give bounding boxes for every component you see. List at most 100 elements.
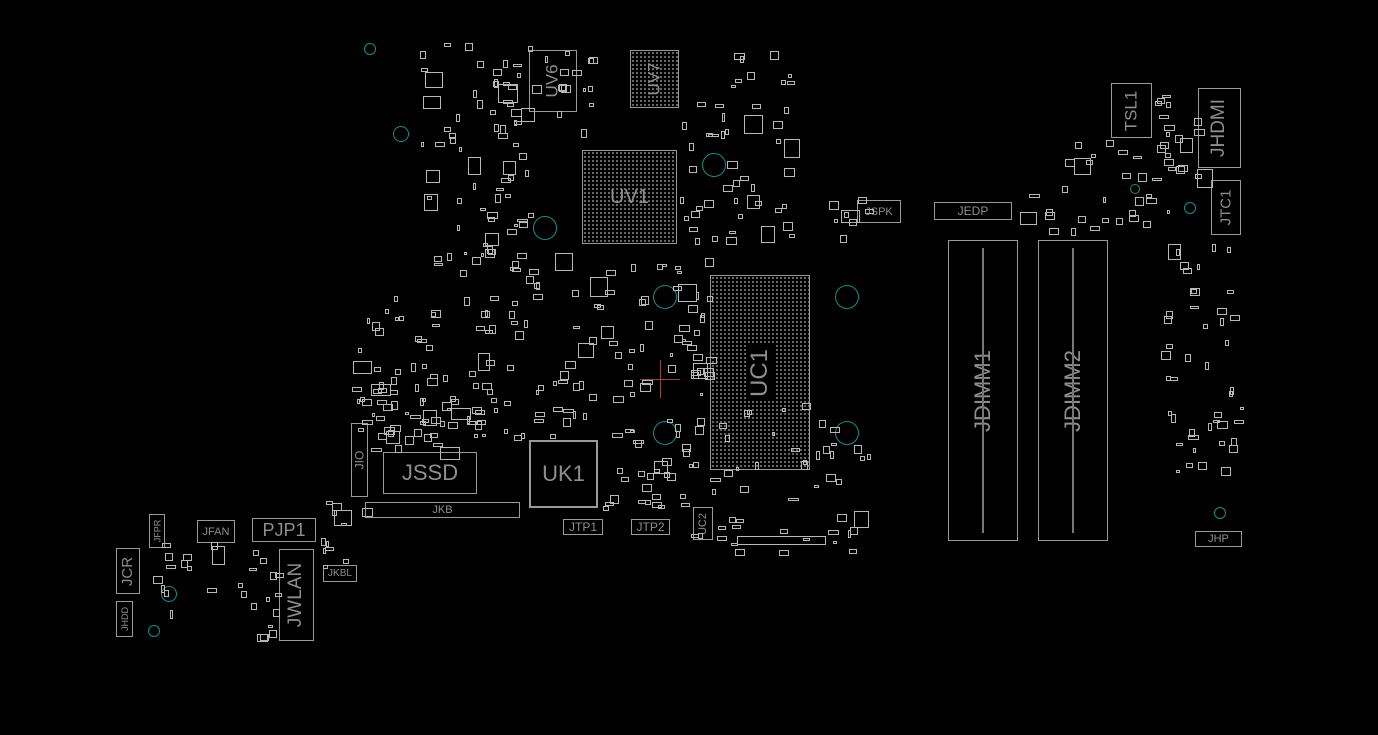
smd-pad xyxy=(376,416,385,421)
smd-pad xyxy=(525,275,535,285)
smd-pad xyxy=(621,477,629,482)
smd-pad xyxy=(1175,442,1183,447)
smd-pad xyxy=(511,108,523,118)
smd-pad xyxy=(782,222,793,232)
component-uv7[interactable]: UV7 xyxy=(630,50,679,108)
smd-pad xyxy=(571,289,580,297)
smd-pad xyxy=(1194,173,1202,179)
smd-pad xyxy=(728,516,736,523)
smd-pad xyxy=(848,218,858,226)
smd-pad xyxy=(515,331,524,340)
cursor-crosshair-icon xyxy=(660,360,661,398)
smd-pad xyxy=(498,83,518,103)
component-jtc1[interactable]: JTC1 xyxy=(1211,180,1241,235)
smd-pad xyxy=(615,351,622,359)
smd-pad xyxy=(784,138,801,158)
smd-pad xyxy=(697,368,705,376)
connector-outline[interactable] xyxy=(737,536,826,545)
smd-pad xyxy=(1175,248,1180,256)
smd-pad xyxy=(854,510,870,529)
component-jtp1[interactable]: JTP1 xyxy=(563,519,603,535)
component-jhdmi[interactable]: JHDMI xyxy=(1198,88,1241,168)
dimm-slot-line xyxy=(982,248,984,533)
smd-pad xyxy=(1216,421,1228,430)
component-jkb[interactable]: JKB xyxy=(365,502,520,518)
smd-pad xyxy=(259,558,268,565)
component-jdimm1[interactable]: JDIMM1 xyxy=(948,240,1018,541)
smd-pad xyxy=(699,314,706,323)
component-jio[interactable]: JIO xyxy=(351,423,368,497)
smd-pad xyxy=(357,398,361,405)
smd-pad xyxy=(712,489,716,496)
smd-pad xyxy=(351,386,362,392)
smd-pad xyxy=(531,85,543,95)
component-jhp[interactable]: JHP xyxy=(1195,531,1242,547)
smd-pad xyxy=(1061,186,1069,194)
smd-pad xyxy=(696,205,703,211)
smd-pad xyxy=(493,69,502,77)
smd-pad xyxy=(854,444,862,454)
smd-pad xyxy=(780,80,786,86)
smd-pad xyxy=(506,102,514,108)
component-label: UK1 xyxy=(542,461,585,486)
smd-pad xyxy=(634,439,642,448)
smd-pad xyxy=(449,132,456,139)
smd-pad xyxy=(473,383,480,389)
smd-pad xyxy=(465,43,474,51)
smd-pad xyxy=(533,294,543,301)
smd-pad xyxy=(841,210,861,223)
component-uk1[interactable]: UK1 xyxy=(529,440,598,508)
smd-pad xyxy=(1196,264,1200,270)
component-jhdd[interactable]: JHDD xyxy=(116,601,133,637)
smd-pad xyxy=(481,434,486,438)
component-uc2[interactable]: UC2 xyxy=(693,507,713,540)
component-label: JIO xyxy=(352,450,367,470)
component-pjp1[interactable]: PJP1 xyxy=(252,518,316,542)
component-jwlan[interactable]: JWLAN xyxy=(279,549,314,641)
smd-pad xyxy=(482,382,493,391)
smd-pad xyxy=(776,138,782,144)
smd-pad xyxy=(572,411,577,420)
smd-pad xyxy=(423,96,442,109)
smd-pad xyxy=(1186,462,1193,468)
smd-pad xyxy=(389,390,398,395)
component-uc1[interactable]: UC1 xyxy=(710,275,810,470)
smd-pad xyxy=(503,401,512,406)
component-label: JTP1 xyxy=(568,520,597,534)
smd-pad xyxy=(746,71,755,81)
smd-pad xyxy=(605,269,617,276)
smd-pad xyxy=(787,497,799,502)
component-label: UC2 xyxy=(697,512,710,535)
component-label: JFAN xyxy=(202,525,230,538)
smd-pad xyxy=(1179,138,1193,154)
smd-pad xyxy=(1189,429,1196,438)
smd-pad xyxy=(506,228,517,235)
component-jfpr[interactable]: JFPR xyxy=(149,514,165,548)
component-uv1[interactable]: UV1 xyxy=(582,150,677,244)
smd-pad xyxy=(374,367,382,373)
component-jfan[interactable]: JFAN xyxy=(197,520,235,543)
smd-pad xyxy=(487,248,497,256)
smd-pad xyxy=(1085,160,1093,166)
smd-pad xyxy=(1045,212,1055,221)
component-jtp2[interactable]: JTP2 xyxy=(631,519,670,535)
component-jedp[interactable]: JEDP xyxy=(934,202,1012,220)
smd-pad xyxy=(1132,155,1143,160)
component-jdimm2[interactable]: JDIMM2 xyxy=(1038,240,1108,541)
smd-pad xyxy=(675,266,681,270)
smd-pad xyxy=(468,157,482,176)
component-label: JCR xyxy=(119,556,137,586)
smd-pad xyxy=(430,432,439,439)
component-tsl1[interactable]: TSL1 xyxy=(1111,83,1152,138)
component-jssd[interactable]: JSSD xyxy=(383,452,477,494)
component-jkbl[interactable]: JKBL xyxy=(323,565,357,582)
smd-pad xyxy=(734,79,742,83)
smd-pad xyxy=(395,444,402,454)
smd-pad xyxy=(681,444,692,453)
smd-pad xyxy=(432,442,444,448)
component-jcr[interactable]: JCR xyxy=(116,548,140,594)
smd-pad xyxy=(653,461,668,474)
smd-pad xyxy=(361,399,373,406)
component-uv6[interactable]: UV6 xyxy=(529,50,577,112)
smd-pad xyxy=(1118,150,1129,155)
